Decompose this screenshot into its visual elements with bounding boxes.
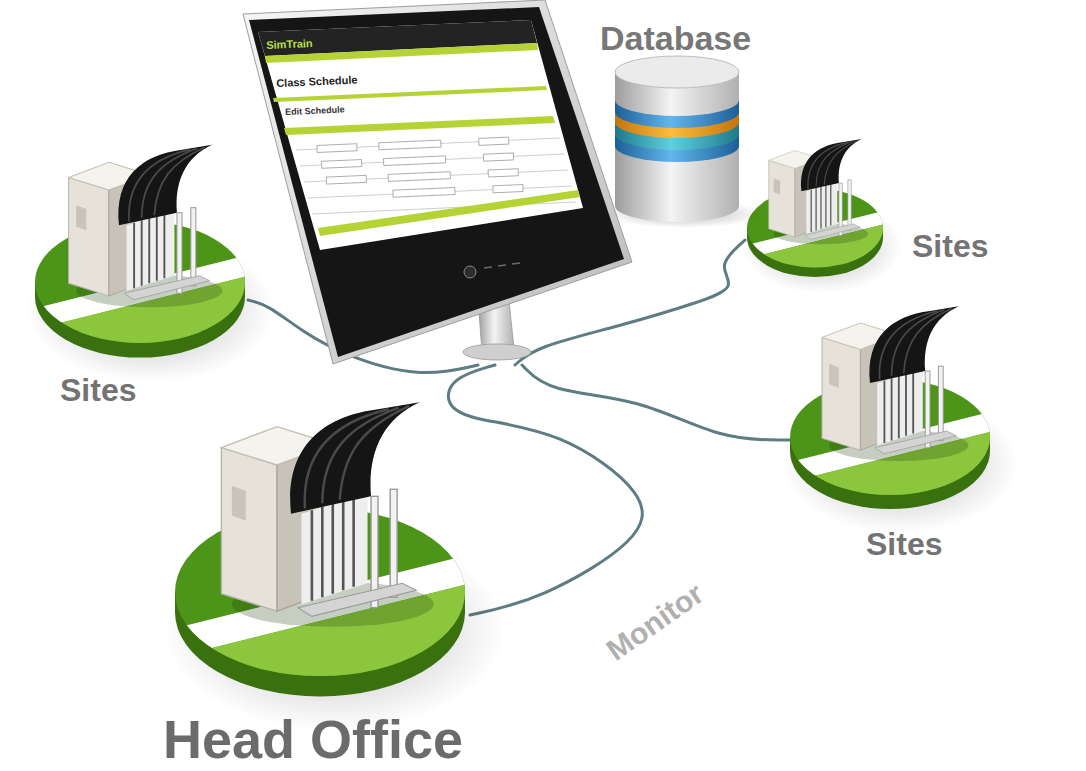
monitor-illustration-part-part [322,160,362,169]
monitor-illustration-part [318,190,580,236]
monitor-illustration-part-part [383,156,445,166]
node-label: Sites [866,528,942,560]
app-logo: SimTrain [266,38,313,51]
monitor-illustration-part [464,266,476,278]
database-cylinder [604,56,764,228]
monitor-illustration-part-part [393,187,455,197]
site-node: Sites [745,135,1000,278]
head-office-illustration-part [221,402,433,626]
monitor-illustration [243,0,632,364]
site-illustration [14,145,274,383]
monitor-illustration-part-part [317,144,357,153]
database-node: Database [595,15,770,225]
monitor-illustration-part-part [488,169,518,177]
monitor-illustration-part-part [379,140,441,150]
site-node: Sites [790,300,995,570]
site-illustration-part [69,145,223,308]
screen-subheading: Edit Schedule [285,105,345,117]
cable-connector [522,365,790,440]
head-office-illustration [146,402,506,731]
site-illustration-part [822,306,968,461]
head-office-node: Head Office [160,400,470,769]
monitor-illustration-part-part [326,175,366,184]
node-label: Database [600,21,751,55]
node-label: Sites [912,230,988,262]
connector-label: Monitor [599,576,711,667]
node-label: Head Office [163,712,463,766]
database-cylinder-part [615,56,739,88]
monitor-illustration-part-part [479,137,509,145]
monitor-illustration-part [273,86,547,102]
monitor-illustration-part-part [388,172,450,182]
monitor-illustration-part [463,344,531,360]
monitor-illustration-part [317,137,523,201]
monitor-illustration-part-part [493,185,523,193]
monitor-illustration-part [484,263,520,268]
database-cylinder-part [615,190,739,222]
site-node: Sites [35,140,248,412]
monitor-screen: SimTrainClass ScheduleEdit Schedule [245,0,632,365]
monitor-illustration-part [284,116,555,135]
node-label: Sites [60,374,136,406]
site-illustration-part [769,139,869,244]
monitor-illustration-part-part [483,153,513,161]
monitor-illustration-part [243,0,632,364]
site-illustration [770,306,1018,533]
screen-heading: Class Schedule [276,74,358,89]
monitor-illustration-part [249,7,624,357]
monitor-illustration-part [258,20,583,250]
